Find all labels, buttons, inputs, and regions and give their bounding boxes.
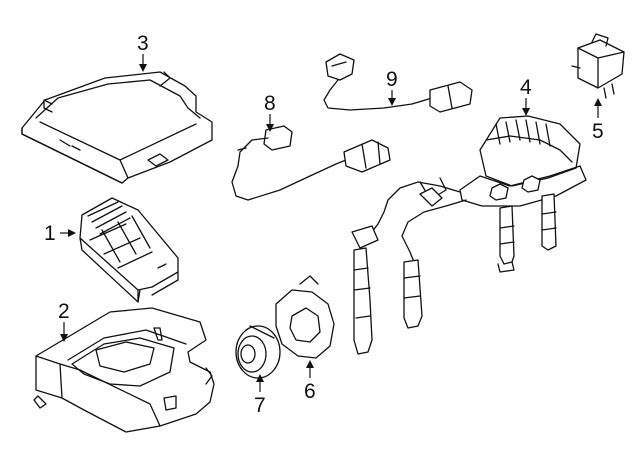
- callout-1: 1: [44, 222, 76, 245]
- part-6-bracket: [275, 275, 335, 359]
- callout-3: 3: [137, 32, 149, 72]
- part-5-relay: [571, 33, 625, 99]
- callout-4: 4: [520, 76, 532, 116]
- callout-5: 5: [592, 98, 604, 143]
- callout-2-label: 2: [58, 300, 70, 323]
- callout-2: 2: [58, 300, 70, 342]
- callout-6: 6: [304, 360, 316, 403]
- callout-1-label: 1: [44, 222, 56, 245]
- callout-8-label: 8: [264, 92, 276, 115]
- spark-plug-wires: [351, 177, 515, 355]
- part-3-ecm-cover: [21, 71, 213, 184]
- part-8-sensor: [231, 125, 391, 201]
- callout-7-label: 7: [254, 394, 266, 417]
- part-2-ecm-tray: [33, 307, 215, 433]
- callout-9: 9: [386, 68, 398, 106]
- part-1-ecm: [79, 197, 179, 303]
- callout-3-label: 3: [137, 32, 149, 55]
- callout-9-label: 9: [386, 68, 398, 91]
- part-9-knock-sensor: [323, 53, 473, 113]
- callout-5-label: 5: [592, 120, 604, 143]
- callout-6-label: 6: [304, 380, 316, 403]
- callout-8: 8: [264, 92, 276, 132]
- part-4-ignition-coil: [459, 115, 587, 265]
- callout-7: 7: [254, 374, 266, 417]
- callout-4-label: 4: [520, 76, 532, 99]
- part-7-ring: [235, 325, 281, 379]
